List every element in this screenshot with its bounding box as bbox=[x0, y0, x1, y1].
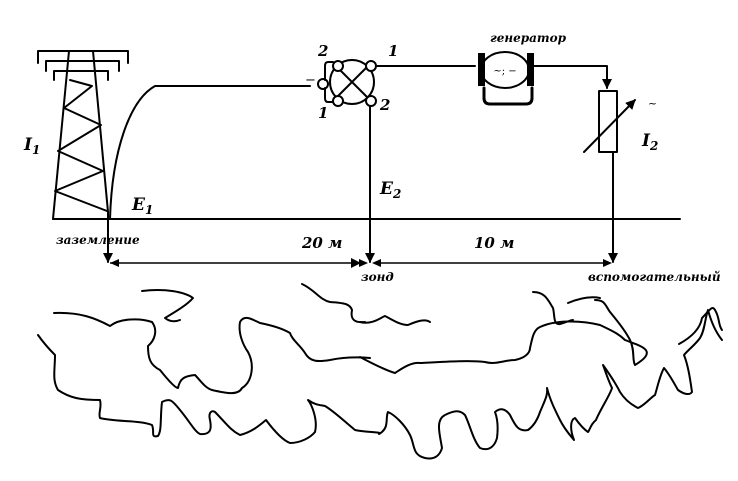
aux-current-label: I2 bbox=[641, 131, 658, 153]
soil-line-8 bbox=[567, 296, 601, 304]
soil-line-3 bbox=[301, 283, 366, 324]
soil-line-9 bbox=[378, 309, 723, 460]
soil-line-4 bbox=[37, 334, 381, 444]
soil-line-7 bbox=[532, 291, 574, 326]
soil-line-6 bbox=[359, 299, 648, 374]
meter-icon bbox=[317, 59, 377, 107]
meter-minus-sign: − bbox=[305, 73, 316, 88]
ground-voltage-label: E1 bbox=[131, 195, 153, 217]
probe-label: зонд bbox=[361, 270, 394, 284]
transmission-tower-icon bbox=[37, 50, 129, 220]
soil-line-10 bbox=[678, 307, 723, 345]
rheostat-ac-symbol: ~ bbox=[648, 97, 657, 110]
soil-layers bbox=[37, 283, 723, 460]
generator-icon bbox=[478, 51, 534, 106]
auxiliary-label: вспомогательный bbox=[588, 270, 721, 284]
distance-10m-label: 10 м bbox=[474, 234, 514, 252]
meter-terminal-2-top-left: 2 bbox=[317, 42, 328, 60]
meter-terminal-2-bottom-right: 2 bbox=[379, 96, 390, 114]
meter-terminal-1-bottom-left: 1 bbox=[318, 104, 328, 122]
grounding-label: заземление bbox=[56, 233, 140, 247]
meter-terminal-1-top-right: 1 bbox=[388, 42, 398, 60]
distance-20m-label: 20 м bbox=[301, 234, 342, 252]
soil-line-2 bbox=[53, 311, 371, 395]
soil-line-5 bbox=[359, 315, 431, 326]
generator-label: генератор bbox=[490, 31, 567, 45]
wire-ground-to-meter bbox=[109, 85, 311, 220]
variable-resistor-icon bbox=[583, 90, 636, 153]
current-source-label: I1 bbox=[23, 135, 40, 157]
generator-symbol: ~; − bbox=[493, 66, 516, 77]
probe-voltage-label: E2 bbox=[379, 179, 401, 201]
wire-generator-to-resistor bbox=[533, 65, 612, 89]
soil-line-1 bbox=[141, 288, 194, 323]
